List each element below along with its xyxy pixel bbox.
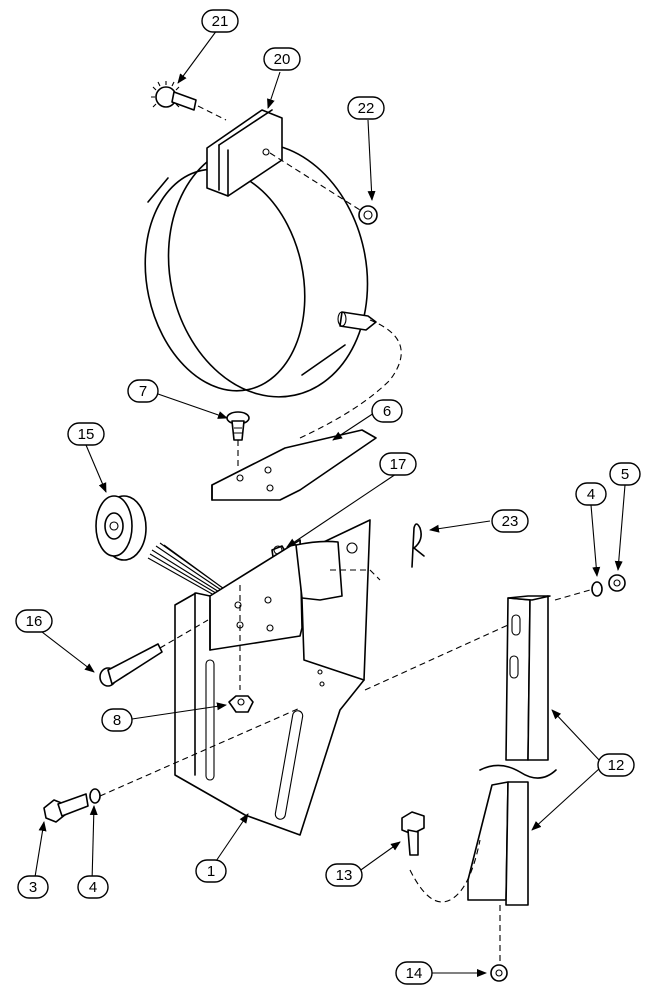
wheel-part-15 xyxy=(95,495,147,561)
callout-16-label: 16 xyxy=(26,613,43,630)
callout-21: 21 xyxy=(201,9,239,33)
callout-1: 1 xyxy=(195,859,227,883)
clamp-bolt-part-21 xyxy=(151,81,227,121)
callout-12: 12 xyxy=(597,753,635,777)
clamp-nut-part-22 xyxy=(269,152,378,225)
callout-8: 8 xyxy=(101,708,133,732)
main-bracket-part-1 xyxy=(174,519,381,836)
callout-16: 16 xyxy=(15,609,53,633)
callout-20-label: 20 xyxy=(274,51,291,68)
pin-part-16 xyxy=(99,619,209,687)
callout-12-label: 12 xyxy=(608,757,625,774)
callout-20: 20 xyxy=(263,47,301,71)
nut-part-14 xyxy=(490,964,508,982)
brush-bristles xyxy=(147,542,236,605)
callout-8-label: 8 xyxy=(113,712,121,729)
callout-1-label: 1 xyxy=(207,863,215,880)
callout-5: 5 xyxy=(609,462,641,486)
callout-22: 22 xyxy=(347,96,385,120)
upper-bracket-part-6 xyxy=(211,319,402,501)
post-part-12 xyxy=(364,589,591,965)
bolt-part-3 xyxy=(43,707,301,823)
callout-7: 7 xyxy=(127,379,159,403)
callout-17-label: 17 xyxy=(390,456,407,473)
callout-13-label: 13 xyxy=(336,867,353,884)
screw-part-7 xyxy=(226,411,250,470)
callout-14: 14 xyxy=(395,961,433,985)
callout-23-label: 23 xyxy=(502,513,519,530)
nut-part-5 xyxy=(608,574,626,592)
r-clip-part-23 xyxy=(411,523,425,568)
band-clamp-part-20 xyxy=(144,109,377,398)
callout-15-label: 15 xyxy=(78,426,95,443)
callout-3: 3 xyxy=(17,875,49,899)
washer-part-4-lower xyxy=(89,788,101,804)
callout-6-label: 6 xyxy=(383,403,391,420)
callout-6: 6 xyxy=(371,399,403,423)
callout-7-label: 7 xyxy=(139,383,147,400)
callout-4-upper: 4 xyxy=(575,482,607,506)
washer-part-4-upper xyxy=(591,581,603,597)
callout-22-label: 22 xyxy=(358,100,375,117)
callout-13: 13 xyxy=(325,863,363,887)
callout-4-lower-label: 4 xyxy=(89,879,97,896)
callout-17: 17 xyxy=(379,452,417,476)
leader-arrows xyxy=(33,25,626,977)
callout-23: 23 xyxy=(491,509,529,533)
callout-14-label: 14 xyxy=(406,965,423,982)
callout-5-label: 5 xyxy=(621,466,629,483)
callout-4-upper-label: 4 xyxy=(587,486,595,503)
nut-part-8 xyxy=(228,695,254,713)
callout-21-label: 21 xyxy=(212,13,229,30)
bolt-part-13 xyxy=(401,811,425,856)
callout-3-label: 3 xyxy=(29,879,37,896)
callout-4-lower: 4 xyxy=(77,875,109,899)
callout-15: 15 xyxy=(67,422,105,446)
